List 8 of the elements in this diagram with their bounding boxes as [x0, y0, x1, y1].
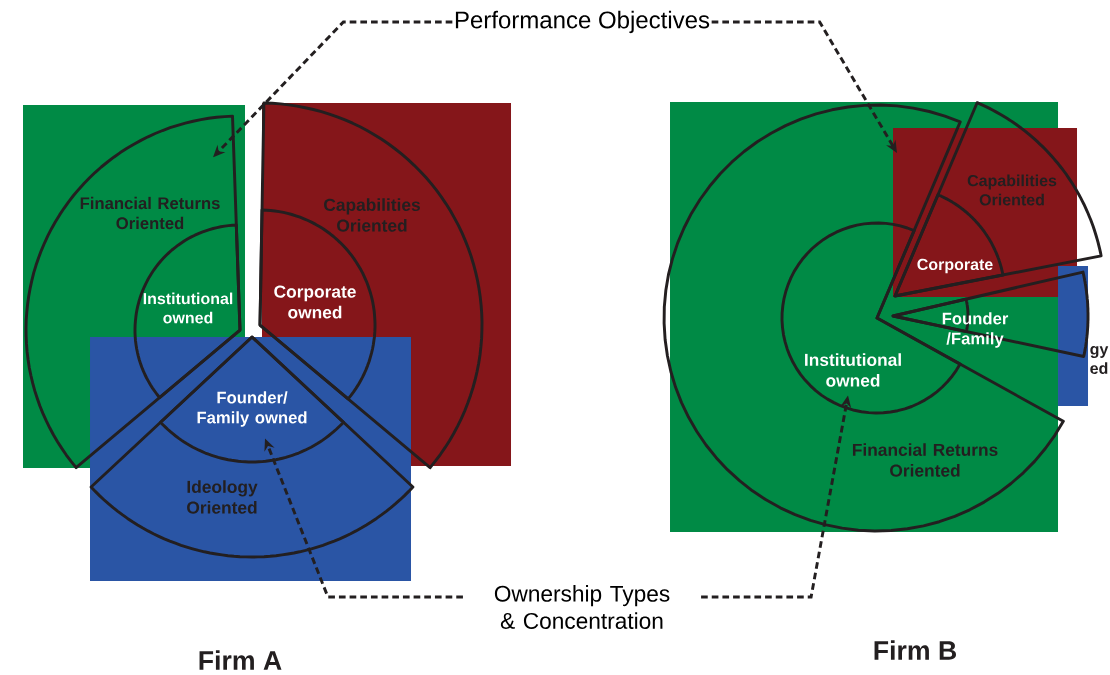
text-label: Ownership Types & Concentration	[494, 585, 670, 629]
node-label: /Family	[946, 332, 1004, 348]
pie-sector: Founder /Family	[891, 297, 1009, 348]
node-label: gy ed	[1090, 346, 1109, 374]
text-label: Performance Objectives	[455, 10, 710, 34]
firm-label: Firm B	[874, 640, 956, 660]
pie-sector: Founder/ Family owned	[159, 335, 345, 464]
firm-label: Firm A	[199, 650, 282, 670]
